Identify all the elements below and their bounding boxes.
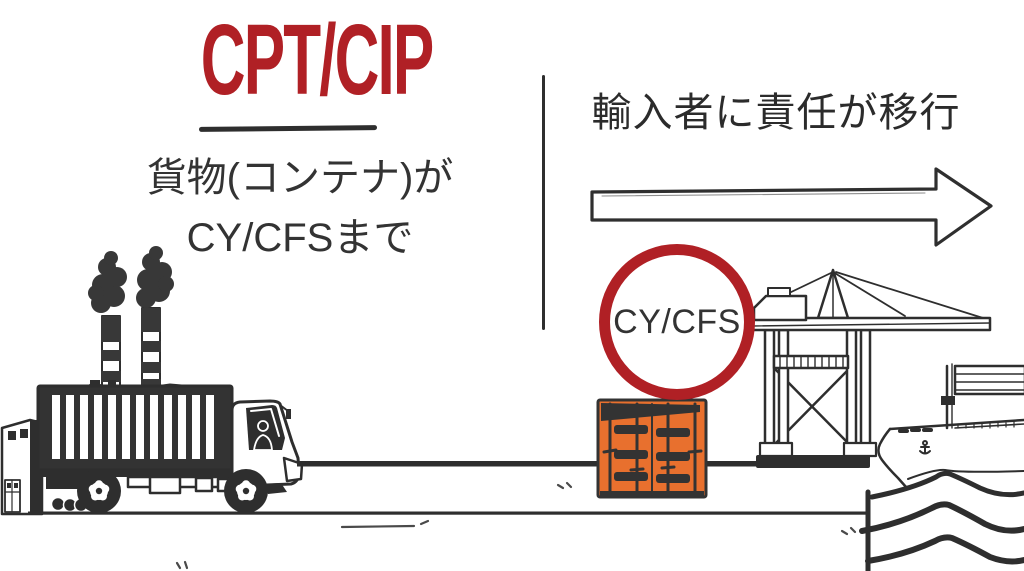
smoke-icon	[88, 246, 174, 313]
cy-cfs-badge: CY/CFS	[599, 244, 755, 400]
anchor-icon	[919, 440, 931, 455]
smokestack-icon	[141, 307, 161, 387]
page-title: CPT/CIP	[200, 4, 434, 116]
vertical-divider	[542, 75, 545, 330]
cy-cfs-badge-label: CY/CFS	[613, 302, 741, 341]
crane-icon	[750, 268, 992, 468]
ship-icon	[877, 363, 1024, 489]
truck-cab	[230, 399, 304, 494]
truck-container	[36, 380, 234, 472]
wheel-icon	[224, 469, 268, 513]
route-line	[297, 461, 868, 467]
ground-line	[28, 511, 870, 515]
subtitle-line2: CY/CFSまで	[186, 216, 414, 260]
wheel-icon	[77, 469, 121, 513]
container-icon	[596, 398, 708, 499]
smokestack-icon	[101, 315, 121, 389]
speed-dash-marks	[175, 481, 857, 570]
factory-building	[0, 418, 44, 516]
waves-icon	[859, 470, 1024, 571]
right-arrow-icon	[590, 167, 993, 247]
responsibility-heading: 輸入者に責任が移行	[591, 91, 961, 135]
truck-icon	[36, 380, 304, 513]
subtitle-line1: 貨物(コンテナ)が	[146, 156, 454, 200]
